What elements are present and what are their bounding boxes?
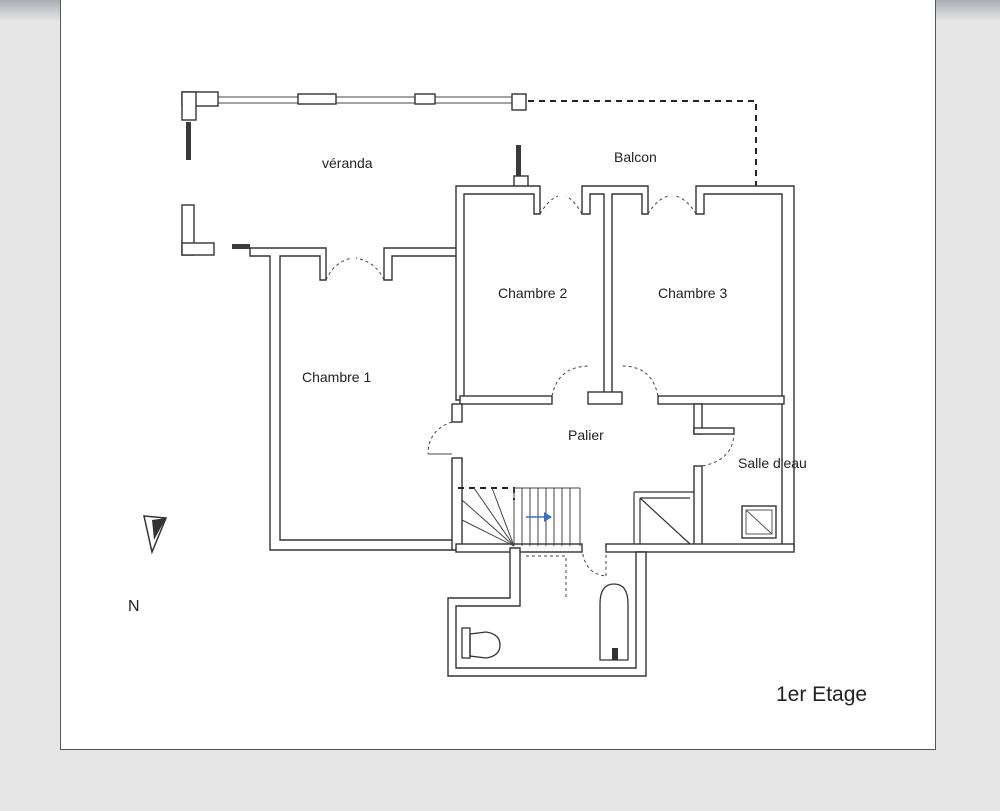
stair-direction-arrow-icon — [526, 512, 552, 522]
room-label-salle-eau: Salle d'eau — [738, 455, 807, 471]
balcony-outline — [528, 100, 757, 190]
floor-label: 1er Etage — [776, 683, 867, 706]
staircase — [458, 487, 581, 547]
room-label-chambre-3: Chambre 3 — [658, 285, 727, 301]
north-arrow-icon — [143, 515, 168, 555]
veranda-glazing — [181, 91, 529, 256]
room-label-chambre-2: Chambre 2 — [498, 285, 567, 301]
interior-walls — [447, 391, 795, 677]
room-label-balcon: Balcon — [614, 149, 657, 165]
room-label-palier: Palier — [568, 427, 604, 443]
toilet-icon — [461, 627, 501, 659]
room-label-chambre-1: Chambre 1 — [302, 369, 371, 385]
north-label: N — [128, 598, 140, 615]
doors — [325, 195, 735, 598]
shower-tray-icon — [741, 505, 777, 539]
bathtub-icon — [599, 583, 629, 661]
room-label-veranda: véranda — [322, 155, 373, 171]
